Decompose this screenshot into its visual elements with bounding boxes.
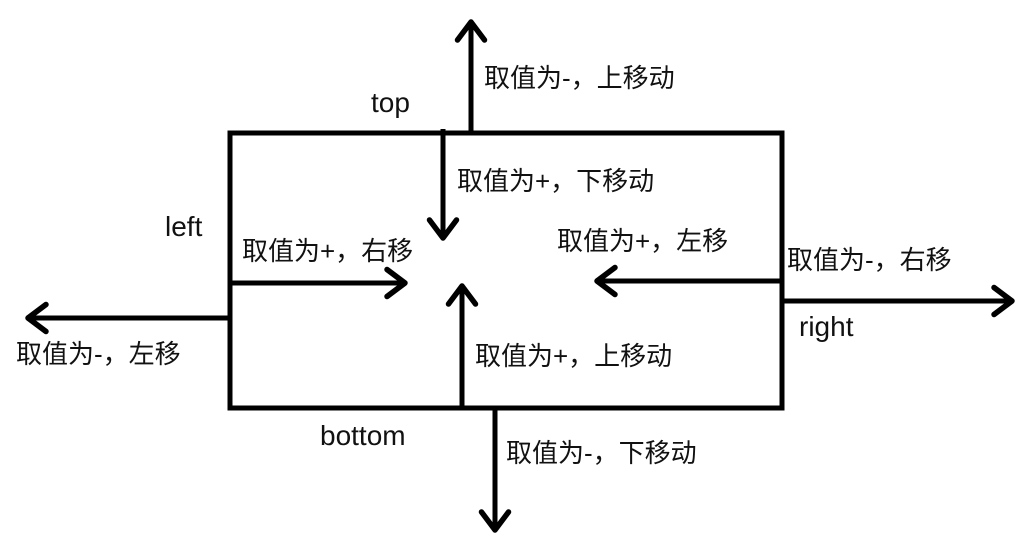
- element-box: [227, 130, 785, 411]
- annotation-right-outside: 取值为-，右移: [787, 245, 952, 275]
- annotation-left-outside: 取值为-，左移: [16, 339, 181, 369]
- label-bottom: bottom: [320, 420, 406, 451]
- label-left: left: [165, 211, 203, 242]
- annotation-left-inside: 取值为+，右移: [242, 236, 414, 266]
- label-right: right: [799, 311, 854, 342]
- annotation-right-inside: 取值为+，左移: [557, 226, 729, 256]
- label-top: top: [371, 87, 410, 118]
- annotation-bottom-inside: 取值为+，上移动: [475, 341, 673, 371]
- annotation-top-outside: 取值为-，上移动: [484, 63, 675, 93]
- annotation-top-inside: 取值为+，下移动: [457, 166, 655, 196]
- annotation-bottom-outside: 取值为-，下移动: [506, 438, 697, 468]
